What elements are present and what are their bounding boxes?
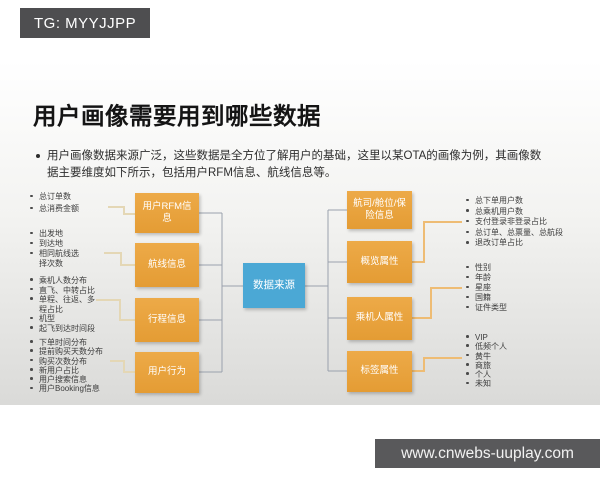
intro-paragraph: 用户画像数据来源广泛，这些数据是全方位了解用户的基础，这里以某OTA的画像为例，… (36, 148, 550, 182)
telegram-badge: TG: MYYJJPP (20, 8, 151, 38)
slide-title: 用户画像需要用到哪些数据 (33, 103, 321, 129)
bullet-icon (36, 154, 40, 158)
slide-canvas: 用户画像需要用到哪些数据 用户画像数据来源广泛，这些数据是全方位了解用户的基础，… (0, 60, 600, 405)
intro-text: 用户画像数据来源广泛，这些数据是全方位了解用户的基础，这里以某OTA的画像为例，… (47, 150, 542, 179)
watermark-bar: www.cnwebs-uuplay.com (375, 439, 600, 468)
